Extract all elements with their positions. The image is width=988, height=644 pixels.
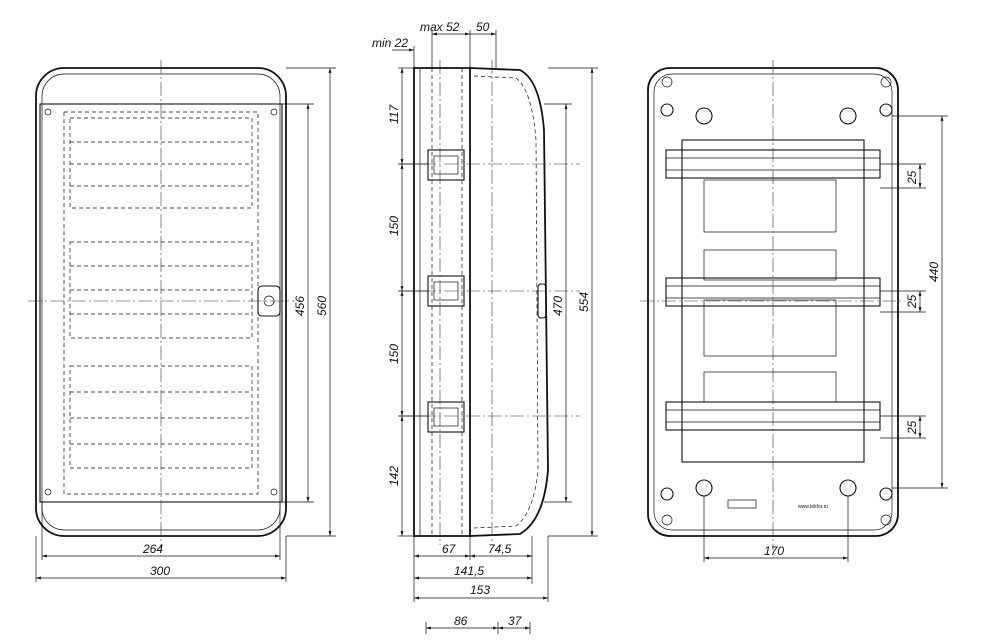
website-label: www.tekfor.ru — [798, 504, 828, 510]
screw-icon — [44, 488, 52, 496]
side-door-outline — [469, 67, 549, 537]
dim-150a: 150 — [387, 216, 401, 236]
dim-554: 554 — [577, 292, 591, 312]
screw-icon — [270, 108, 278, 116]
dim-264: 264 — [142, 542, 163, 556]
screw-icon — [270, 488, 278, 496]
dim-25a: 25 — [905, 170, 919, 185]
side-handle — [537, 283, 547, 319]
dim-25c: 25 — [905, 420, 919, 435]
marking-label — [727, 499, 757, 509]
din-rail-icon — [427, 149, 465, 181]
dim-86: 86 — [454, 614, 468, 628]
dim-min22: min 22 — [372, 36, 408, 50]
dim-440: 440 — [927, 262, 941, 282]
dim-142: 142 — [387, 466, 401, 486]
dim-150b: 150 — [387, 344, 401, 364]
din-rail-icon — [427, 401, 465, 433]
front-view: 264 300 456 560 — [28, 60, 336, 582]
dim-170: 170 — [764, 544, 784, 558]
dim-560: 560 — [315, 296, 329, 316]
dim-37: 37 — [508, 614, 523, 628]
side-body-outline — [413, 67, 471, 537]
dim-141-5: 141,5 — [454, 564, 484, 578]
dim-456: 456 — [293, 296, 307, 316]
screw-icon — [44, 108, 52, 116]
dim-max52: max 52 — [420, 20, 460, 34]
side-view: min 22 max 52 50 117 150 150 142 470 554 — [372, 20, 598, 634]
dim-50: 50 — [476, 20, 490, 34]
dim-300: 300 — [150, 564, 170, 578]
dim-67: 67 — [442, 542, 457, 556]
back-view: www.tekfor.ru 25 25 25 440 170 — [640, 60, 948, 562]
dim-153: 153 — [470, 583, 490, 597]
dim-117: 117 — [387, 104, 401, 124]
dim-74-5: 74,5 — [488, 542, 512, 556]
dim-470: 470 — [551, 296, 565, 316]
dim-25b: 25 — [905, 294, 919, 309]
mounting-hole-icon — [660, 76, 893, 526]
